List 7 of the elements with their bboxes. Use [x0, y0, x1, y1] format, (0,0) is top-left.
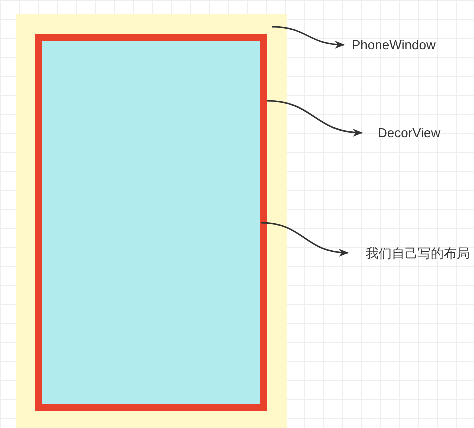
text-label: DecorView [378, 126, 441, 140]
text-label: PhoneWindow [352, 38, 436, 52]
arrow [266, 100, 363, 136]
arrow [260, 222, 349, 256]
arrow [272, 26, 345, 49]
text-label: 我们自己写的布局 [366, 245, 470, 263]
window-box [16, 14, 287, 428]
